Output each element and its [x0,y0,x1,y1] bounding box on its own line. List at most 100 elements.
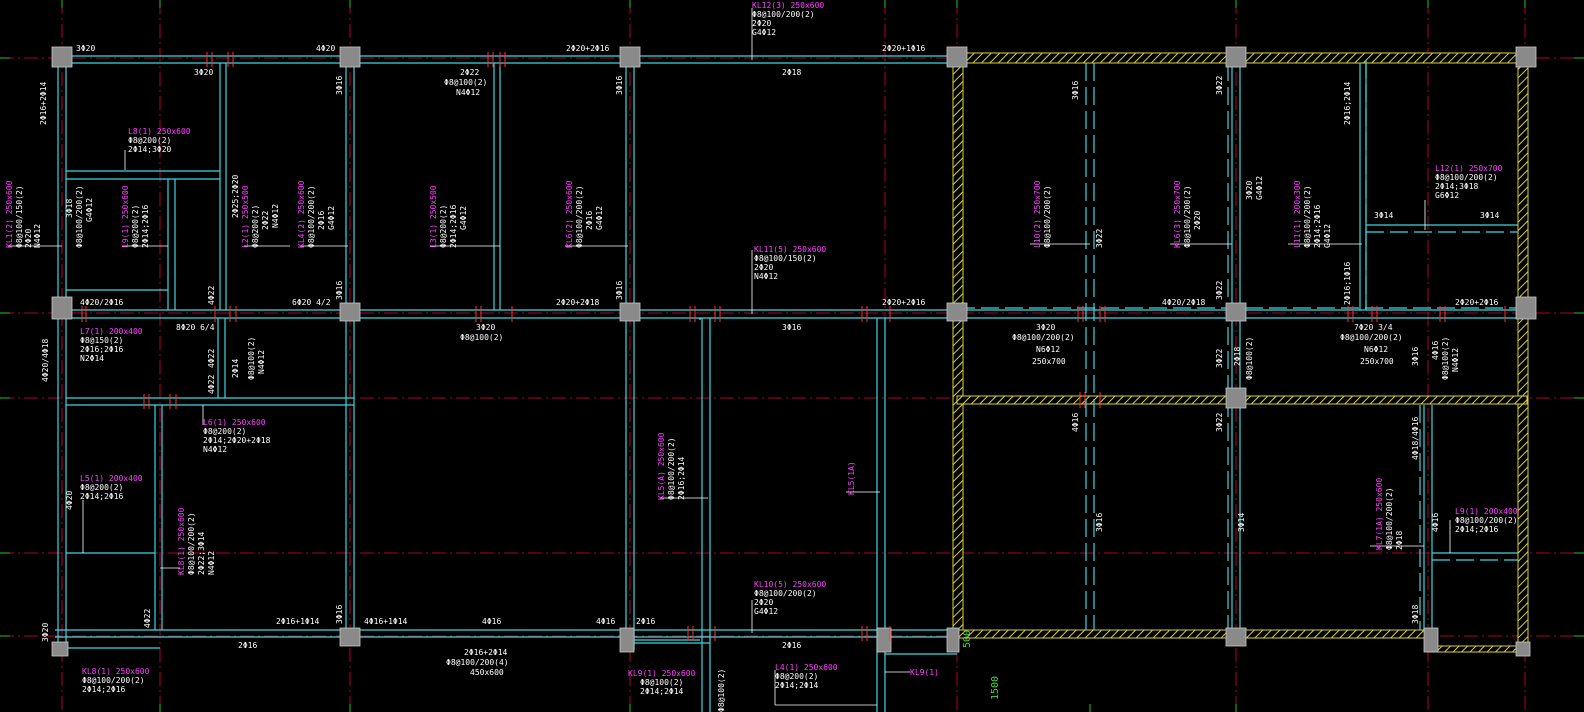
beam-annotation: Φ8@100/200(2) [1340,333,1403,342]
rebar-note: 4Φ18/4Φ16 [1411,416,1420,460]
beam-annotation: Φ8@100/150(2) [15,185,24,248]
beam-annotation: Φ8@100/200(2) [187,512,196,575]
rebar-note: 2Φ18 [1233,347,1242,366]
column [946,627,960,653]
column [619,627,635,653]
rebar-note: 3Φ20 [1036,323,1055,332]
rebar-note: 3Φ16 [615,281,624,300]
beam-annotation: 2Φ22 [261,211,270,230]
beam-annotation: 2Φ14;2Φ16 [1455,525,1499,534]
rebar-note: 3Φ16 [335,281,344,300]
beam-annotation: N4Φ12 [33,224,42,248]
rebar-note: 2Φ20+1Φ16 [882,44,926,53]
beam-label: KL9(1) 250x600 [628,669,696,678]
beam-annotation: Φ8@100(2) [1245,337,1254,380]
rebar-note: 3Φ16 [335,605,344,624]
rebar-note: 3Φ16 [1071,81,1080,100]
beam-label: KL8(1) 250x600 [82,667,150,676]
rebar-note: 2Φ20+2Φ18 [556,298,600,307]
rebar-note: 2Φ25;2Φ20 [231,174,240,218]
beam-annotation: 2Φ14;3Φ20 [128,145,172,154]
rebar-note: 3Φ22 [1215,76,1224,95]
column [1225,627,1247,647]
beam-label: KL11(5) 250x600 [754,245,826,254]
beam-label: KL12(3) 250x600 [752,1,824,10]
rebar-note: 3Φ22 [1215,413,1224,432]
beam-label: KL1(2) 250x600 [5,180,14,248]
beam-annotation: G4Φ12 [752,28,776,37]
beam-label: KL4(2) 250x600 [297,180,306,248]
beam-label: L12(1) 250x700 [1435,164,1503,173]
rebar-note: 2Φ16+2Φ14 [464,648,508,657]
beam-annotation: G4Φ12 [1255,176,1264,200]
rebar-note: 2Φ20+2Φ16 [882,298,926,307]
beam-annotation: Φ8@100/200(2) [575,185,584,248]
rebar-note: 2Φ16;1Φ16 [1343,261,1352,305]
rebar-note: 3Φ18 [65,199,74,218]
beam-label: KL8(1) 250x600 [177,507,186,575]
rebar-note: 2Φ16;2Φ14 [1343,81,1352,125]
beam-annotation: 2Φ16;2Φ14 [677,456,686,500]
rebar-note: 2Φ18 [782,68,801,77]
beams [55,55,1525,712]
beam-annotation: Φ8@100/200(2) [75,185,84,248]
rebar-note: 2Φ16 [238,641,257,650]
beam-annotation: Φ8@100/150(2) [754,254,817,263]
column [1515,296,1537,320]
beam-annotation: N6Φ12 [1364,345,1388,354]
rebar-note: 4Φ16 [1431,341,1440,360]
beam-label: L3(1) 250x500 [429,185,438,248]
column [51,641,69,657]
beam-annotation: N4Φ12 [271,204,280,228]
beam-annotation: N4Φ12 [203,445,227,454]
beam-label: KL7(1A) 250x600 [1375,478,1384,550]
beam-annotation: N4Φ12 [207,551,216,575]
beam-annotation: 2Φ14;2Φ20+2Φ18 [203,436,271,445]
column [51,46,73,68]
beam-annotation: 2Φ18 [1395,531,1404,550]
rebar-note: 3Φ16 [1411,347,1420,366]
beam-annotation: N4Φ12 [1451,348,1460,372]
beam-annotation: Φ8@100(2) [247,337,256,380]
beam-annotation: 2Φ16 [585,211,594,230]
beam-annotation: Φ8@100/200(2) [1455,516,1518,525]
column [1225,302,1247,322]
hidden-beams [957,60,1525,630]
rebar-note: 4Φ16 [596,617,615,626]
beam-annotation: Φ8@100/200(2) [307,185,316,248]
dimension-value: 1500 [990,676,1001,700]
beam-annotation: Φ8@200(2) [775,672,818,681]
beam-annotation: Φ8@100(2) [640,678,683,687]
beam-annotation: 2Φ22;3Φ14 [197,531,206,575]
beam-annotation: Φ8@100/200(2) [752,10,815,19]
beam-annotation: G6Φ12 [1435,191,1459,200]
rebar-note: 3Φ14 [1374,211,1393,220]
rebar-note: 4Φ22 [207,349,216,368]
column [946,46,968,68]
beam-annotation: Φ8@100/200(2) [1435,173,1498,182]
beam-annotation: 2Φ14;2Φ16 [1313,204,1322,248]
rebar-note: 2Φ22 [460,68,479,77]
dimension-value: 500 [962,630,973,648]
beam-annotation: 2Φ20 [1193,211,1202,230]
column [876,627,892,653]
rebar-note: 3Φ16 [615,76,624,95]
rebar-note: 4Φ16 [1071,413,1080,432]
rebar-note: 3Φ20 [76,44,95,53]
beam-annotation: 2Φ20 [754,263,773,272]
beam-annotation: N4Φ12 [257,350,266,374]
rebar-note: 2Φ20+2Φ16 [566,44,610,53]
beam-label: KL6(3) 250x700 [1173,180,1182,248]
rebar-note: 4Φ22 [143,609,152,628]
beam-label: L11(1) 200x300 [1293,180,1302,248]
beam-label: L2(1) 250x500 [241,185,250,248]
rebar-note: 3Φ22 [1215,281,1224,300]
beam-label: L8(1) 250x600 [128,127,191,136]
beam-annotation: N6Φ12 [1036,345,1060,354]
rebar-note: 2Φ14 [231,359,240,378]
rebar-note: 2Φ16+2Φ14 [39,81,48,125]
rebar-note: 3Φ20 [194,68,213,77]
beam-annotation: G4Φ12 [327,206,336,230]
rebar-note: 4Φ22 [207,375,216,394]
